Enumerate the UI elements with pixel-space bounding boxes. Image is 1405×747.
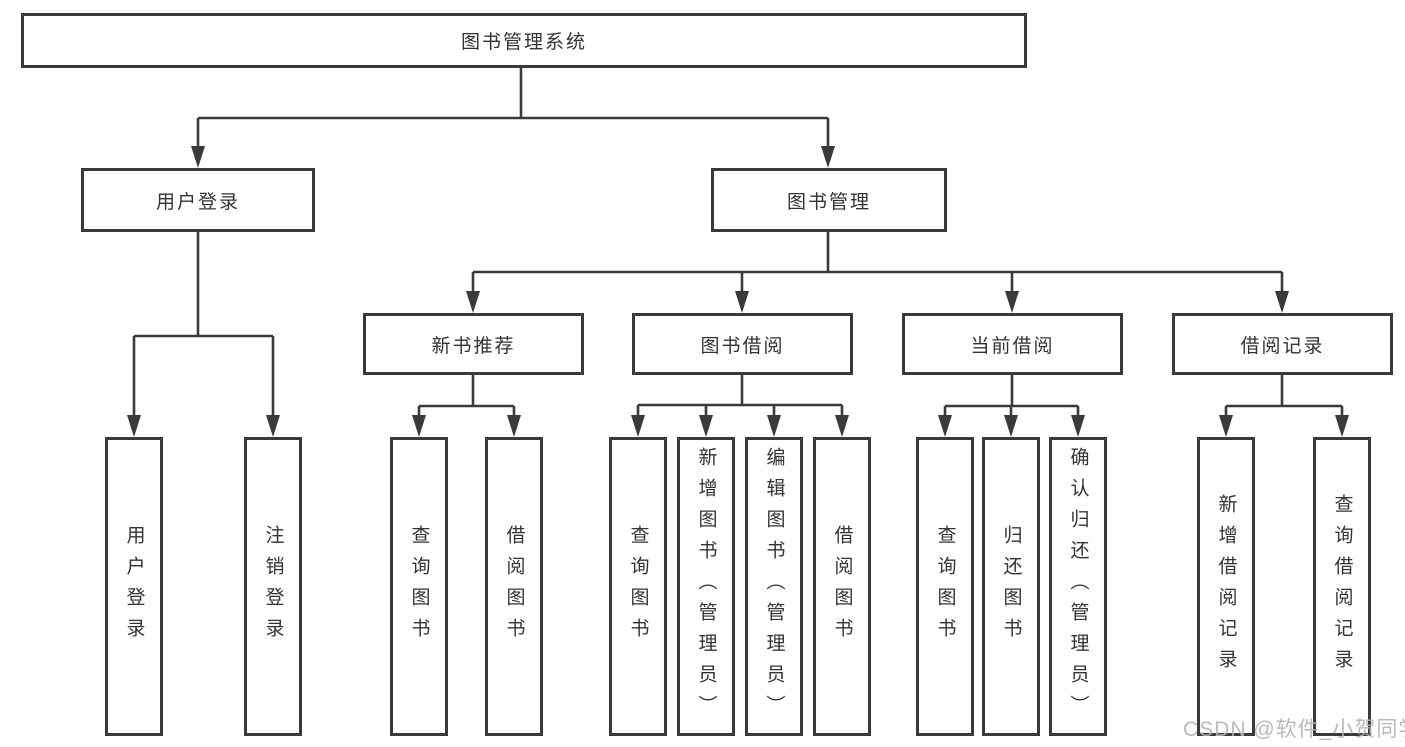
leaf-query-books-recommend-label: 查询图书 (408, 524, 430, 649)
leaf-add-book-admin: 新增图书（管理员） (677, 437, 735, 736)
leaf-borrow-books-recommend: 借阅图书 (485, 437, 543, 736)
leaf-logout: 注销登录 (244, 437, 302, 736)
node-book-management: 图书管理 (711, 168, 947, 232)
leaf-query-books-current-label: 查询图书 (934, 524, 956, 649)
leaf-borrow-books-borrowing-label: 借阅图书 (831, 524, 853, 649)
leaf-user-login-label: 用户登录 (123, 524, 145, 649)
node-new-book-recommend: 新书推荐 (363, 313, 584, 375)
node-borrowing-records: 借阅记录 (1172, 313, 1393, 375)
leaf-add-borrow-record: 新增借阅记录 (1197, 437, 1255, 736)
leaf-confirm-return-admin: 确认归还（管理员） (1049, 437, 1107, 736)
watermark: CSDN @软件_小贺同学 (1183, 718, 1405, 741)
node-new-book-recommend-label: 新书推荐 (431, 335, 516, 357)
leaf-edit-book-admin: 编辑图书（管理员） (745, 437, 803, 736)
node-book-management-label: 图书管理 (786, 191, 871, 213)
node-borrowing-records-label: 借阅记录 (1240, 335, 1325, 357)
node-library-system-label: 图书管理系统 (460, 32, 587, 53)
leaf-query-books-current: 查询图书 (916, 437, 974, 736)
node-book-borrowing: 图书借阅 (632, 313, 853, 375)
node-user-login-label: 用户登录 (155, 191, 240, 213)
node-library-system: 图书管理系统 (21, 13, 1027, 68)
leaf-add-book-admin-label: 新增图书（管理员） (695, 447, 717, 726)
leaf-return-book: 归还图书 (982, 437, 1040, 736)
leaf-edit-book-admin-label: 编辑图书（管理员） (763, 447, 785, 726)
leaf-query-books-borrowing-label: 查询图书 (627, 524, 649, 649)
leaf-logout-label: 注销登录 (262, 524, 284, 649)
leaf-borrow-books-recommend-label: 借阅图书 (503, 524, 525, 649)
leaf-borrow-books-borrowing: 借阅图书 (813, 437, 871, 736)
leaf-query-borrow-record-label: 查询借阅记录 (1331, 493, 1353, 680)
node-book-borrowing-label: 图书借阅 (700, 335, 785, 357)
leaf-add-borrow-record-label: 新增借阅记录 (1215, 493, 1237, 680)
leaf-query-books-recommend: 查询图书 (390, 437, 448, 736)
node-current-borrowing-label: 当前借阅 (970, 335, 1055, 357)
leaf-query-borrow-record: 查询借阅记录 (1313, 437, 1371, 736)
leaf-return-book-label: 归还图书 (1000, 524, 1022, 649)
leaf-query-books-borrowing: 查询图书 (609, 437, 667, 736)
leaf-user-login: 用户登录 (105, 437, 163, 736)
node-user-login: 用户登录 (81, 168, 315, 232)
node-current-borrowing: 当前借阅 (902, 313, 1123, 375)
leaf-confirm-return-admin-label: 确认归还（管理员） (1067, 447, 1089, 726)
